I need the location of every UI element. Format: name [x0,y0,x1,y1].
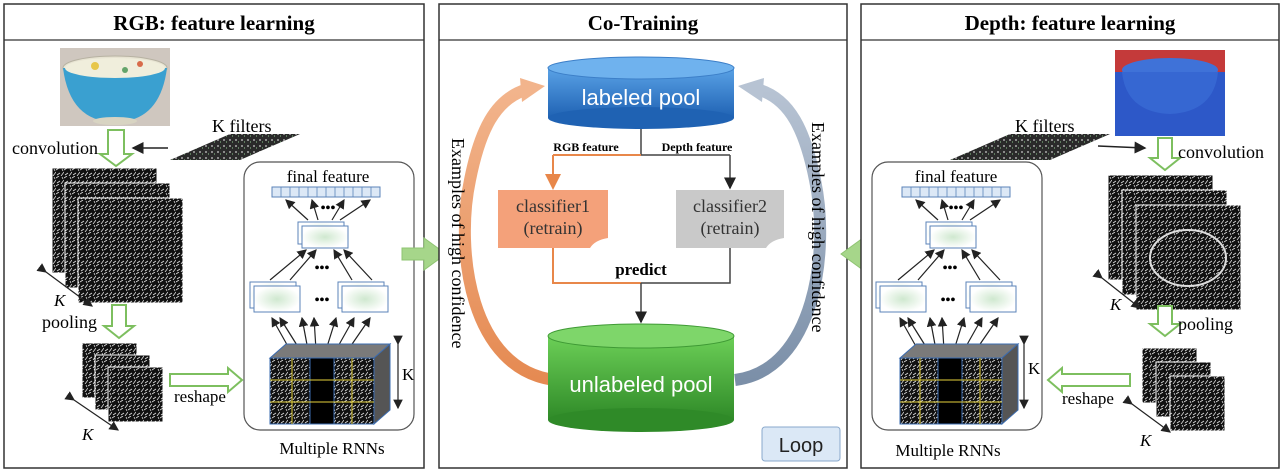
depth-feature-label: Depth feature [662,140,733,154]
depth-pooling-label: pooling [1178,314,1233,334]
rgb-reshape-label: reshape [174,387,226,406]
depth-k-label-2: K [1139,431,1153,450]
depth-k-label-1: K [1109,295,1123,314]
rgb-dots-2: ••• [315,261,330,276]
depth-multiple-rnns-label: Multiple RNNs [895,441,1000,460]
loop-label: Loop [779,435,824,457]
rgb-bowl-image [60,48,170,126]
rgb-conv-maps [51,167,184,304]
rgb-pooling-label: pooling [42,312,97,332]
right-high-confidence-arc [733,84,827,386]
unlabeled-pool-label: unlabeled pool [569,372,712,397]
examples-high-confidence-left: Examples of high confidence [448,138,468,348]
rgb-feature-label: RGB feature [553,140,619,154]
depth-filter-bank [950,134,1110,160]
depth-rnn-cube [898,342,1020,426]
depth-k-filters-label: K filters [1015,116,1074,136]
rgb-filter-bank [170,134,300,160]
depth-reshape-label: reshape [1062,389,1114,408]
depth-bowl-image [1115,50,1225,136]
depth-dots-2: ••• [943,261,958,276]
depth-feature-map-top [925,221,977,249]
rgb-down-arrow-1 [97,129,135,168]
left-high-confidence-arc [458,84,556,386]
classifier1-box [498,190,608,248]
rgb-panel-title: RGB: feature learning [113,11,315,35]
predict-label: predict [615,260,667,279]
rgb-k-label-3: K [402,365,415,384]
rgb-convolution-label: convolution [12,138,98,158]
classifier1-line1: classifier1 [516,196,590,216]
rgb-reshape-arrow [169,365,244,395]
depth-conv-maps [1107,174,1242,311]
classifier1-line2: (retrain) [524,218,583,239]
depth-panel: Depth: feature learning K filters convol… [860,3,1280,469]
depth-final-feature-bar [901,186,1011,198]
depth-reshape-arrow [1046,365,1131,395]
classifier2-line1: classifier2 [693,196,767,216]
rgb-rnn-cube [268,342,392,426]
rgb-final-feature-bar [271,186,381,198]
classifier2-line2: (retrain) [701,218,760,239]
rgb-feature-map-top [297,221,349,249]
classifier2-box [676,190,784,248]
rgb-to-cotraining-arrow [401,237,447,271]
rgb-final-feature-label: final feature [287,167,370,186]
rgb-k-label-1: K [53,291,67,310]
rgb-feature-maps-mid [249,281,389,313]
rgb-dots-1: ••• [321,201,336,216]
depth-feature-maps-mid [875,281,1017,313]
depth-down-arrow-2 [1147,305,1183,338]
depth-dots-3: ••• [941,293,956,308]
loop-box [761,426,841,462]
left-arc-arrowhead [520,78,545,102]
right-arc-arrowhead [738,78,764,102]
depth-down-arrow-1 [1147,137,1183,172]
depth-convolution-label: convolution [1178,142,1264,162]
depth-panel-title: Depth: feature learning [965,11,1176,35]
labeled-pool-cylinder [547,56,735,129]
rgb-k-filters-label: K filters [212,116,271,136]
rgb-k-label-2: K [81,425,95,444]
rgb-panel: RGB: feature learning K filters convolut… [3,3,425,469]
depth-dots-1: ••• [949,201,964,216]
rgb-down-arrow-2 [101,304,137,340]
labeled-pool-label: labeled pool [582,85,701,110]
depth-final-feature-label: final feature [915,167,998,186]
rgb-multiple-rnns-label: Multiple RNNs [279,439,384,458]
rgb-pool-maps [81,342,164,423]
unlabeled-pool-cylinder [547,323,735,432]
rgb-dots-3: ••• [315,293,330,308]
depth-k-label-3: K [1028,359,1041,378]
cotraining-title: Co-Training [588,11,699,35]
examples-high-confidence-right: Examples of high confidence [808,122,828,332]
cotraining-panel: Co-Training Examples of high confidence … [438,3,848,469]
depth-pool-maps [1141,347,1226,432]
